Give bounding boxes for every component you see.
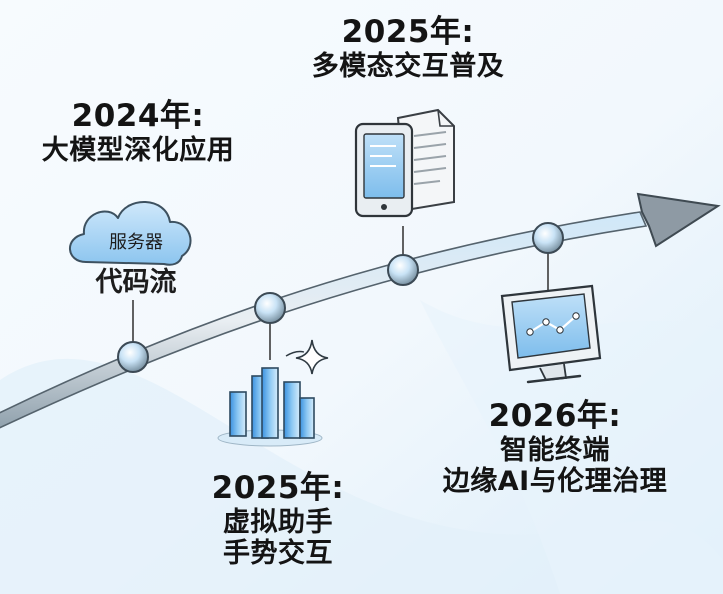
milestone-2025-top: 2025年: 多模态交互普及 <box>278 14 538 82</box>
node-2026 <box>532 222 564 254</box>
milestone-line: 智能终端 <box>500 434 610 466</box>
milestone-2024: 2024年: 大模型深化应用 <box>18 98 258 166</box>
timeline-arrow <box>0 211 648 429</box>
cloud-icon <box>69 201 192 266</box>
milestone-year: 2024年: <box>71 98 205 134</box>
milestone-year: 2025年: <box>341 14 475 50</box>
cloud-tag: 服务器 <box>109 232 163 253</box>
milestone-line: 大模型深化应用 <box>41 134 235 166</box>
bar-chart-sparkle-icon <box>217 339 329 447</box>
milestone-line: 多模态交互普及 <box>311 50 505 82</box>
node-2025-bottom <box>254 292 286 324</box>
node-2024 <box>117 341 149 373</box>
cloud-caption: 代码流 <box>95 267 177 298</box>
node-2025-top <box>387 254 419 286</box>
milestone-year: 2026年: <box>488 398 622 434</box>
milestone-2026: 2026年: 智能终端 边缘AI与伦理治理 <box>395 398 715 498</box>
milestone-line: 手势交互 <box>223 538 333 570</box>
milestone-year: 2025年: <box>211 470 345 506</box>
milestone-2025-bottom: 2025年: 虚拟助手 手势交互 <box>178 470 378 570</box>
milestone-line: 虚拟助手 <box>223 506 333 538</box>
arrowhead <box>636 192 721 248</box>
cloud-label-group: 服务器 代码流 <box>70 228 202 299</box>
milestone-line: 边缘AI与伦理治理 <box>442 466 668 498</box>
tablet-document-icon <box>354 108 455 218</box>
monitor-graph-icon <box>500 284 602 384</box>
